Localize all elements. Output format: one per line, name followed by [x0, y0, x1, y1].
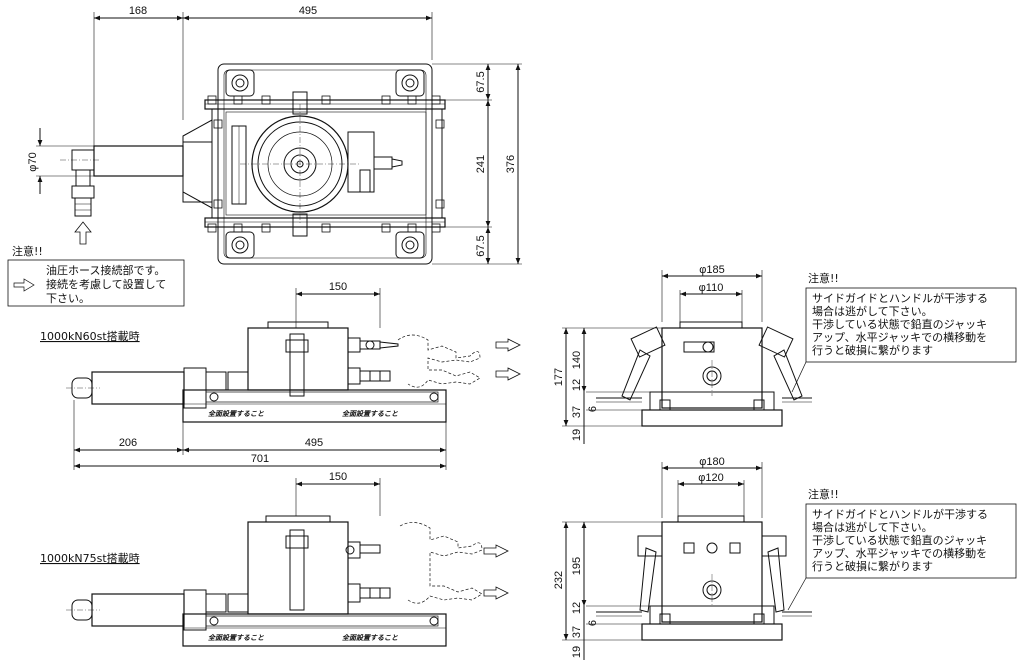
side-note-1-line-1: サイドガイドとハンドルが干渉する [812, 291, 988, 305]
dim-177: 177 [553, 368, 565, 386]
dim-phi180: φ180 [699, 456, 725, 468]
dim-phi110: φ110 [699, 282, 724, 294]
side-note-1-line-3: 干渉している状態で鉛直のジャッキ [812, 317, 987, 331]
dim-19-75: 19 [571, 646, 583, 658]
dim-168: 168 [129, 5, 147, 17]
side-note-1-box: サイドガイドとハンドルが干渉する 場合は逃がして下さい。 干渉している状態で鉛直… [791, 287, 1017, 393]
side-note-2-line-5: 行うと破損に繋がります [812, 559, 933, 573]
side-note-1-heading: 注意!! [808, 271, 839, 285]
side-note-2-heading: 注意!! [808, 487, 839, 501]
side-note-1-line-4: アップ、水平ジャッキでの横移動を [812, 330, 987, 344]
dim-6-75: 6 [587, 620, 599, 626]
dim-495-side: 495 [305, 437, 323, 449]
dim-206: 206 [119, 437, 137, 449]
dim-37-60: 37 [571, 406, 583, 418]
dim-701: 701 [251, 453, 269, 465]
side-note-2-line-4: アップ、水平ジャッキでの横移動を [812, 546, 987, 560]
side-note-1-line-5: 行うと破損に繋がります [812, 343, 933, 357]
dim-6-60: 6 [587, 406, 599, 412]
dim-12-75: 12 [571, 602, 583, 614]
hose-note-heading: 注意!! [12, 244, 43, 258]
dim-37-75: 37 [571, 626, 583, 638]
side-note-2-line-3: 干渉している状態で鉛直のジャッキ [812, 533, 987, 547]
dim-150-75: 150 [329, 471, 347, 483]
caption-60st: 1000kN60st搭載時 [40, 330, 140, 343]
dim-232: 232 [553, 571, 565, 589]
side-note-2-line-1: サイドガイドとハンドルが干渉する [812, 507, 988, 521]
dim-140: 140 [571, 351, 583, 369]
dim-150-60: 150 [329, 281, 347, 293]
base-text-75-left: 全面設置すること [208, 633, 264, 642]
dim-67-5-bottom: 67.5 [475, 235, 487, 256]
base-text-60-left: 全面設置すること [208, 409, 264, 418]
caption-75st: 1000kN75st搭載時 [40, 552, 140, 565]
hose-note-line-1: 油圧ホース接続部です。 [46, 263, 165, 277]
hose-note-line-2: 接続を考慮して設置して [46, 277, 166, 291]
front-view-60 [562, 270, 812, 444]
side-view-75 [66, 478, 509, 647]
dim-phi120: φ120 [698, 472, 724, 484]
base-text-60-right: 全面設置すること [342, 409, 398, 418]
base-text-75-right: 全面設置すること [342, 633, 398, 642]
dim-495-top: 495 [299, 5, 317, 17]
side-note-2-box: サイドガイドとハンドルが干渉する 場合は逃がして下さい。 干渉している状態で鉛直… [787, 503, 1017, 611]
dim-phi70: φ70 [27, 152, 39, 171]
dim-phi185: φ185 [699, 264, 725, 276]
front-view-75 [562, 462, 812, 660]
dim-19-60: 19 [571, 429, 583, 441]
dim-195: 195 [571, 557, 583, 575]
side-view-60 [66, 288, 521, 470]
hose-note-box: 油圧ホース接続部です。 接続を考慮して設置して 下さい。 [7, 259, 185, 307]
side-note-1-line-2: 場合は逃がして下さい。 [812, 304, 933, 318]
dim-241: 241 [475, 155, 487, 173]
dim-376: 376 [505, 155, 517, 173]
dim-67-5-top: 67.5 [475, 71, 487, 92]
top-view [36, 12, 522, 265]
side-note-2-line-2: 場合は逃がして下さい。 [812, 520, 933, 534]
hose-note-line-3: 下さい。 [46, 292, 90, 305]
dim-12-60: 12 [571, 379, 583, 391]
